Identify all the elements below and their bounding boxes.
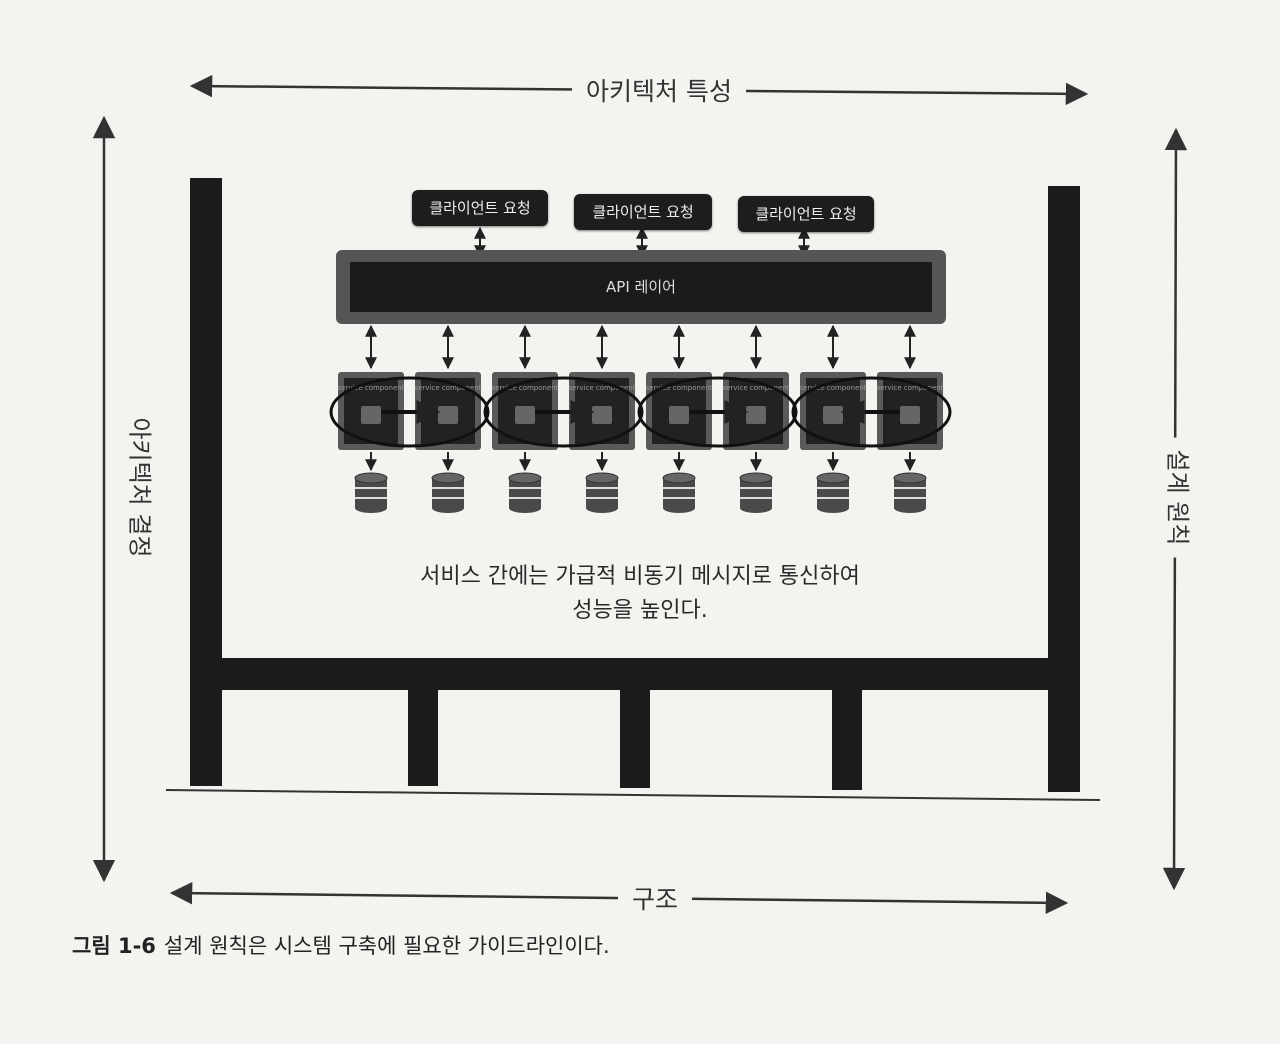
database-base	[355, 503, 387, 513]
structure-label: 구조	[618, 880, 693, 916]
figure-caption-text: 설계 원칙은 시스템 구축에 필요한 가이드라인이다.	[163, 934, 610, 958]
service-module-icon	[438, 406, 458, 424]
figure-number: 그림 1-6	[72, 934, 156, 958]
figure-caption: 그림 1-6 설계 원칙은 시스템 구축에 필요한 가이드라인이다.	[72, 930, 610, 960]
right-pillar	[1048, 186, 1080, 792]
database-base	[894, 503, 926, 513]
async-message-oval	[791, 376, 952, 448]
support-post-3	[832, 688, 862, 790]
database-base	[432, 503, 464, 513]
service-note: 서비스 간에는 가급적 비동기 메시지로 통신하여 성능을 높인다.	[360, 560, 920, 628]
client-request-box-2: 클라이언트 요청	[574, 194, 712, 230]
architecture-decisions-label: 아키텍처 결정	[124, 405, 160, 570]
database-top	[431, 472, 465, 484]
support-post-1	[408, 688, 438, 786]
database-top	[508, 472, 542, 484]
service-module-icon	[669, 406, 689, 424]
database-base	[740, 503, 772, 513]
service-component-label: service component	[338, 384, 405, 392]
database-top	[816, 472, 850, 484]
database-top	[739, 472, 773, 484]
client-request-box-1: 클라이언트 요청	[412, 190, 548, 226]
service-component-label: service component	[877, 384, 944, 392]
service-module-icon	[592, 406, 612, 424]
service-component-label: service component	[415, 384, 482, 392]
database-top	[354, 472, 388, 484]
service-component-label: service component	[723, 384, 790, 392]
database-top	[662, 472, 696, 484]
api-layer: API 레이어	[336, 250, 946, 324]
design-principles-label: 설계 원칙	[1162, 437, 1198, 558]
api-layer-label: API 레이어	[350, 262, 932, 312]
service-component-label: service component	[569, 384, 636, 392]
database-base	[817, 503, 849, 513]
database-top	[893, 472, 927, 484]
support-post-2	[620, 688, 650, 788]
service-note-line-1: 서비스 간에는 가급적 비동기 메시지로 통신하여	[420, 564, 860, 589]
service-module-icon	[515, 406, 535, 424]
service-module-icon	[823, 406, 843, 424]
async-message-oval	[329, 376, 490, 448]
async-message-oval	[483, 376, 644, 448]
ground-line	[165, 789, 1101, 801]
service-component-label: service component	[492, 384, 559, 392]
database-top	[585, 472, 619, 484]
architecture-characteristics-label: 아키텍처 특성	[572, 72, 746, 108]
client-request-box-3: 클라이언트 요청	[738, 196, 874, 232]
service-module-icon	[746, 406, 766, 424]
service-note-line-2: 성능을 높인다.	[572, 598, 708, 623]
service-component-label: service component	[800, 384, 867, 392]
service-module-icon	[900, 406, 920, 424]
floor-beam	[190, 658, 1080, 690]
database-base	[586, 503, 618, 513]
service-module-icon	[361, 406, 381, 424]
async-message-oval	[637, 376, 798, 448]
service-component-label: service component	[646, 384, 713, 392]
database-base	[663, 503, 695, 513]
database-base	[509, 503, 541, 513]
left-pillar	[190, 178, 222, 786]
